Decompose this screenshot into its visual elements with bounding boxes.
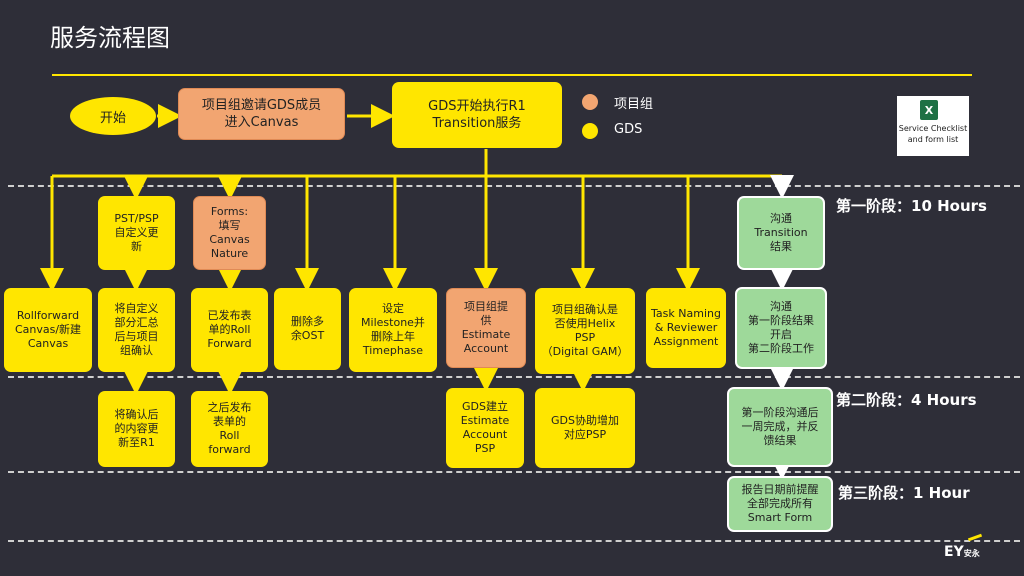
legend-gds-label: GDS <box>614 122 643 137</box>
update-r1-box: 将确认后 的内容更 新至R1 <box>98 391 175 467</box>
comm-phase1-box: 沟通 第一阶段结果 开启 第二阶段工作 <box>735 287 827 369</box>
legend-gds-dot <box>582 123 598 139</box>
smart-form-box: 报告日期前提醒 全部完成所有 Smart Form <box>727 476 833 532</box>
delete-ost-box: 删除多 余OST <box>274 288 341 370</box>
service-checklist-label: Service Checklist and form list <box>898 124 968 144</box>
forms-box: Forms: 填写 Canvas Nature <box>193 196 266 270</box>
ey-logo-subtext: 安永 <box>963 549 980 558</box>
phase3-divider <box>8 471 1020 473</box>
title-underline <box>52 74 972 76</box>
invite-gds-box: 项目组邀请GDS成员 进入Canvas <box>178 88 345 140</box>
legend-team-dot <box>582 94 598 110</box>
milestone-box: 设定 Milestone并 删除上年 Timephase <box>349 288 437 372</box>
custom-summary-box: 将自定义 部分汇总 后与项目 组确认 <box>98 288 175 372</box>
published-roll-forward-box: 已发布表 单的Roll Forward <box>191 288 268 372</box>
week-feedback-box: 第一阶段沟通后 一周完成，并反 馈结果 <box>727 387 833 467</box>
phase3-label: 第三阶段：1 Hour <box>838 484 970 502</box>
phase1-label: 第一阶段：10 Hours <box>836 197 987 215</box>
rollforward-box: Rollforward Canvas/新建 Canvas <box>4 288 92 372</box>
ey-logo-text: EY <box>944 544 964 560</box>
start-node: 开始 <box>70 97 156 135</box>
page-title: 服务流程图 <box>50 24 170 52</box>
excel-icon: X <box>920 100 938 120</box>
phase2-divider <box>8 376 1020 378</box>
later-forms-box: 之后发布 表单的 Roll forward <box>191 391 268 467</box>
gds-psp-box: GDS协助增加 对应PSP <box>535 388 635 468</box>
gds-start-box: GDS开始执行R1 Transition服务 <box>392 82 562 148</box>
phase1-divider <box>8 185 1020 187</box>
ey-logo: EY安永 <box>944 544 980 560</box>
phase2-label: 第二阶段：4 Hours <box>836 391 977 409</box>
comm-transition-box: 沟通 Transition 结果 <box>737 196 825 270</box>
team-estimate-box: 项目组提 供 Estimate Account <box>446 288 526 368</box>
service-checklist-attachment[interactable]: X Service Checklist and form list <box>897 96 969 156</box>
helix-psp-box: 项目组确认是 否使用Helix PSP （Digital GAM） <box>535 288 635 374</box>
bottom-divider <box>8 540 1020 542</box>
pst-psp-box: PST/PSP 自定义更 新 <box>98 196 175 270</box>
gds-estimate-box: GDS建立 Estimate Account PSP <box>446 388 524 468</box>
legend-team-label: 项目组 <box>614 97 654 112</box>
task-naming-box: Task Naming & Reviewer Assignment <box>646 288 726 368</box>
